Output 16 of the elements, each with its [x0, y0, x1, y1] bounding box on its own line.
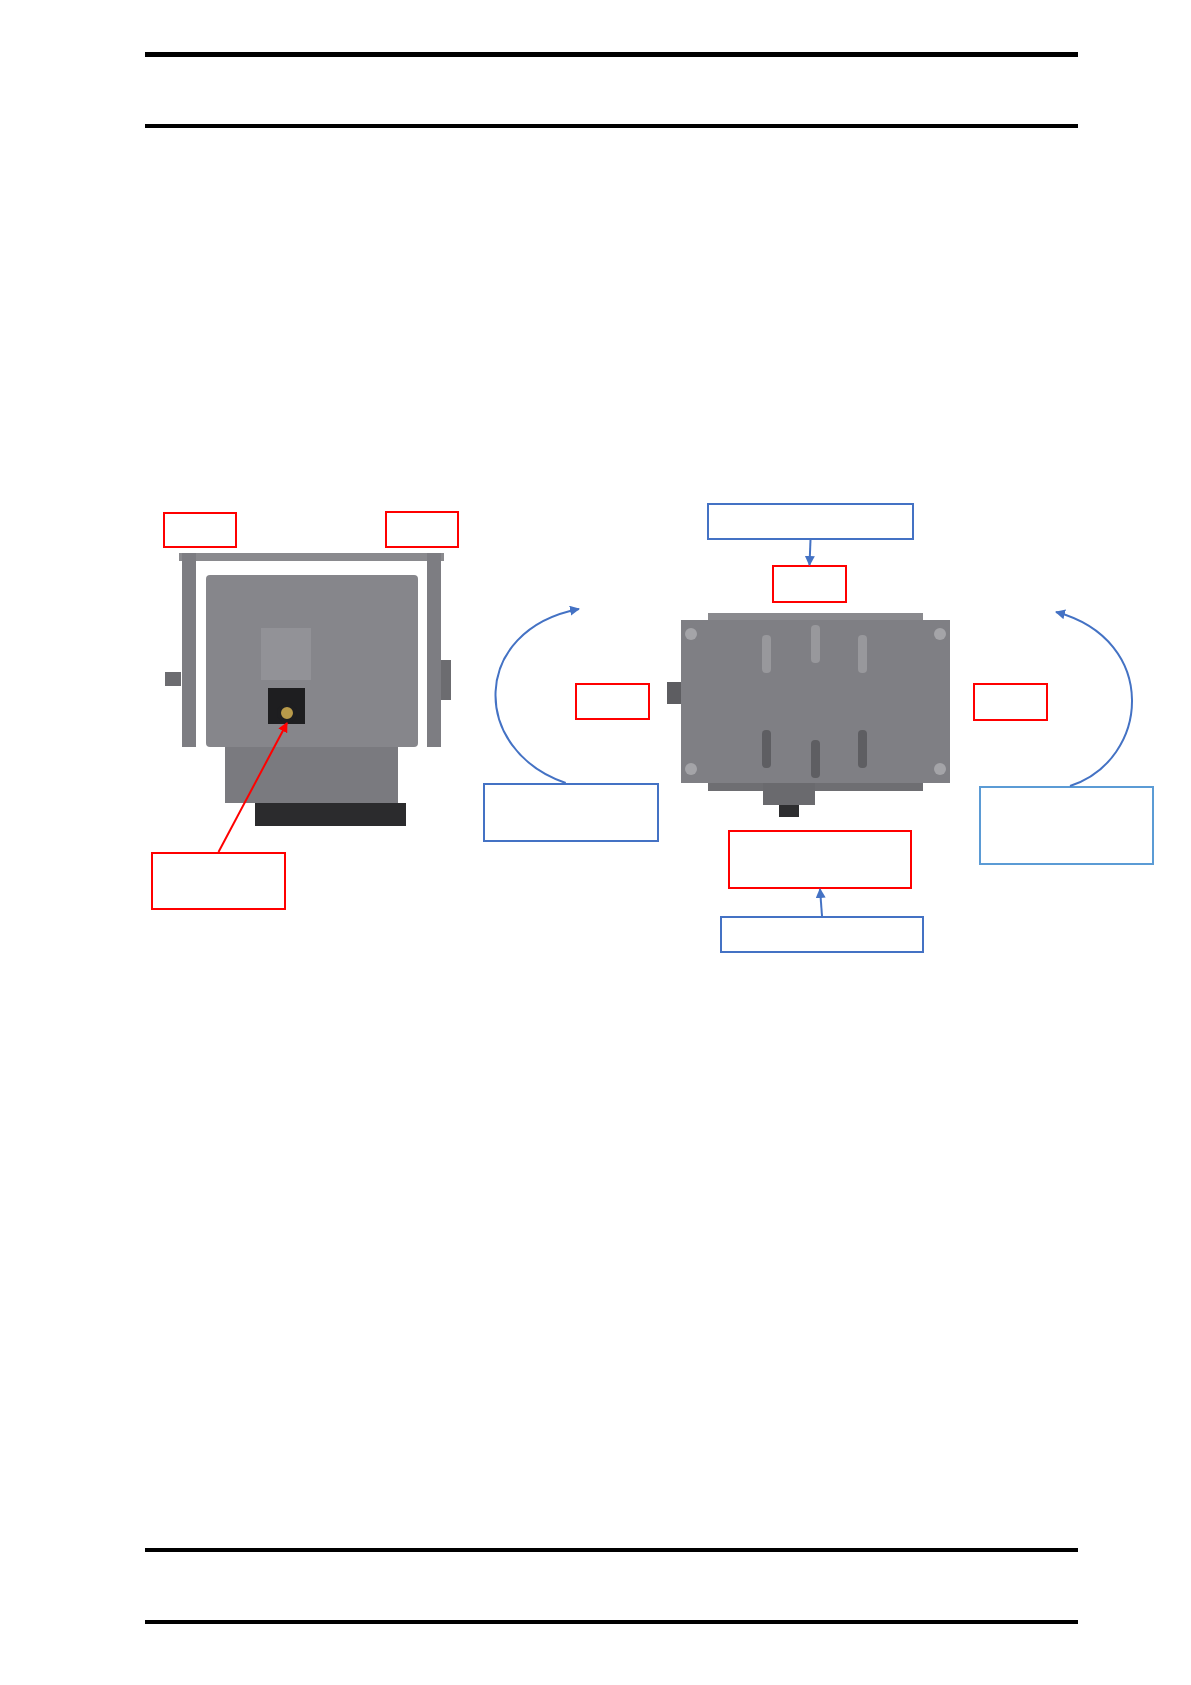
arrow	[494, 606, 580, 784]
callout-box	[720, 916, 924, 953]
callout-box	[728, 830, 912, 889]
callout-box	[973, 683, 1048, 721]
callout-box	[772, 565, 847, 603]
arrow	[815, 888, 826, 917]
callout-box	[483, 783, 659, 842]
arrow	[804, 539, 815, 566]
arrow	[1055, 610, 1133, 787]
callout-box	[575, 683, 650, 720]
callout-box	[979, 786, 1154, 865]
callout-box	[163, 512, 237, 548]
callout-box	[151, 852, 286, 910]
callout-box	[385, 511, 459, 548]
callout-box	[707, 503, 914, 540]
arrow	[217, 722, 288, 853]
